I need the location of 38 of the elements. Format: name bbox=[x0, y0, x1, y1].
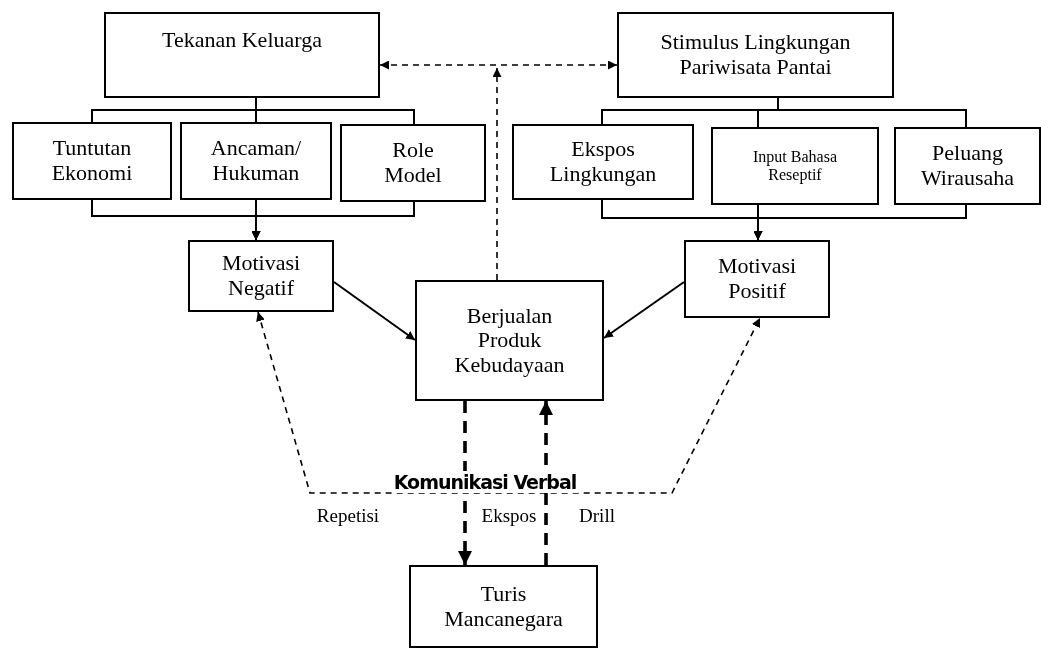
arrow bbox=[251, 201, 415, 241]
annotation-text: Repetisi bbox=[316, 505, 380, 527]
arrow bbox=[379, 60, 618, 70]
box-label: Stimulus Lingkungan Pariwisata Pantai bbox=[659, 30, 852, 80]
process-box bbox=[415, 280, 604, 401]
arrow bbox=[753, 204, 967, 241]
process-box bbox=[104, 12, 380, 98]
process-box bbox=[180, 122, 332, 200]
process-box bbox=[684, 240, 830, 318]
box-label: Tekanan Keluarga bbox=[162, 28, 322, 53]
arrow bbox=[457, 401, 473, 565]
box-label: Peluang Wirausaha bbox=[919, 141, 1016, 191]
process-box bbox=[188, 240, 334, 312]
process-box bbox=[711, 127, 879, 205]
box-label: Ekspos Lingkungan bbox=[548, 137, 658, 187]
process-box bbox=[617, 12, 894, 98]
arrow bbox=[492, 67, 502, 281]
box-label: Motivasi Positif bbox=[716, 254, 798, 304]
process-box bbox=[894, 127, 1041, 205]
box-label: Turis Mancanegara bbox=[443, 581, 564, 632]
arrow bbox=[333, 281, 416, 341]
annotation-text: Ekspos bbox=[481, 505, 537, 527]
process-box bbox=[512, 124, 694, 200]
box-label: Motivasi Negatif bbox=[220, 251, 302, 301]
process-box bbox=[409, 565, 598, 648]
box-label: Berjualan Produk Kebudayaan bbox=[453, 303, 566, 378]
process-box bbox=[340, 124, 486, 202]
box-label: Ancaman/ Hukuman bbox=[209, 136, 303, 186]
connector-line bbox=[777, 97, 967, 128]
box-label: Input Bahasa Reseptif bbox=[752, 148, 838, 184]
arrow bbox=[603, 281, 685, 339]
box-label: Tuntutan Ekonomi bbox=[50, 136, 134, 186]
arrow bbox=[538, 401, 554, 565]
process-box bbox=[12, 122, 172, 200]
box-label: Role Model bbox=[383, 138, 443, 188]
connector-line bbox=[255, 97, 415, 125]
arrow bbox=[256, 311, 761, 494]
annotation-text: Drill bbox=[579, 505, 615, 527]
